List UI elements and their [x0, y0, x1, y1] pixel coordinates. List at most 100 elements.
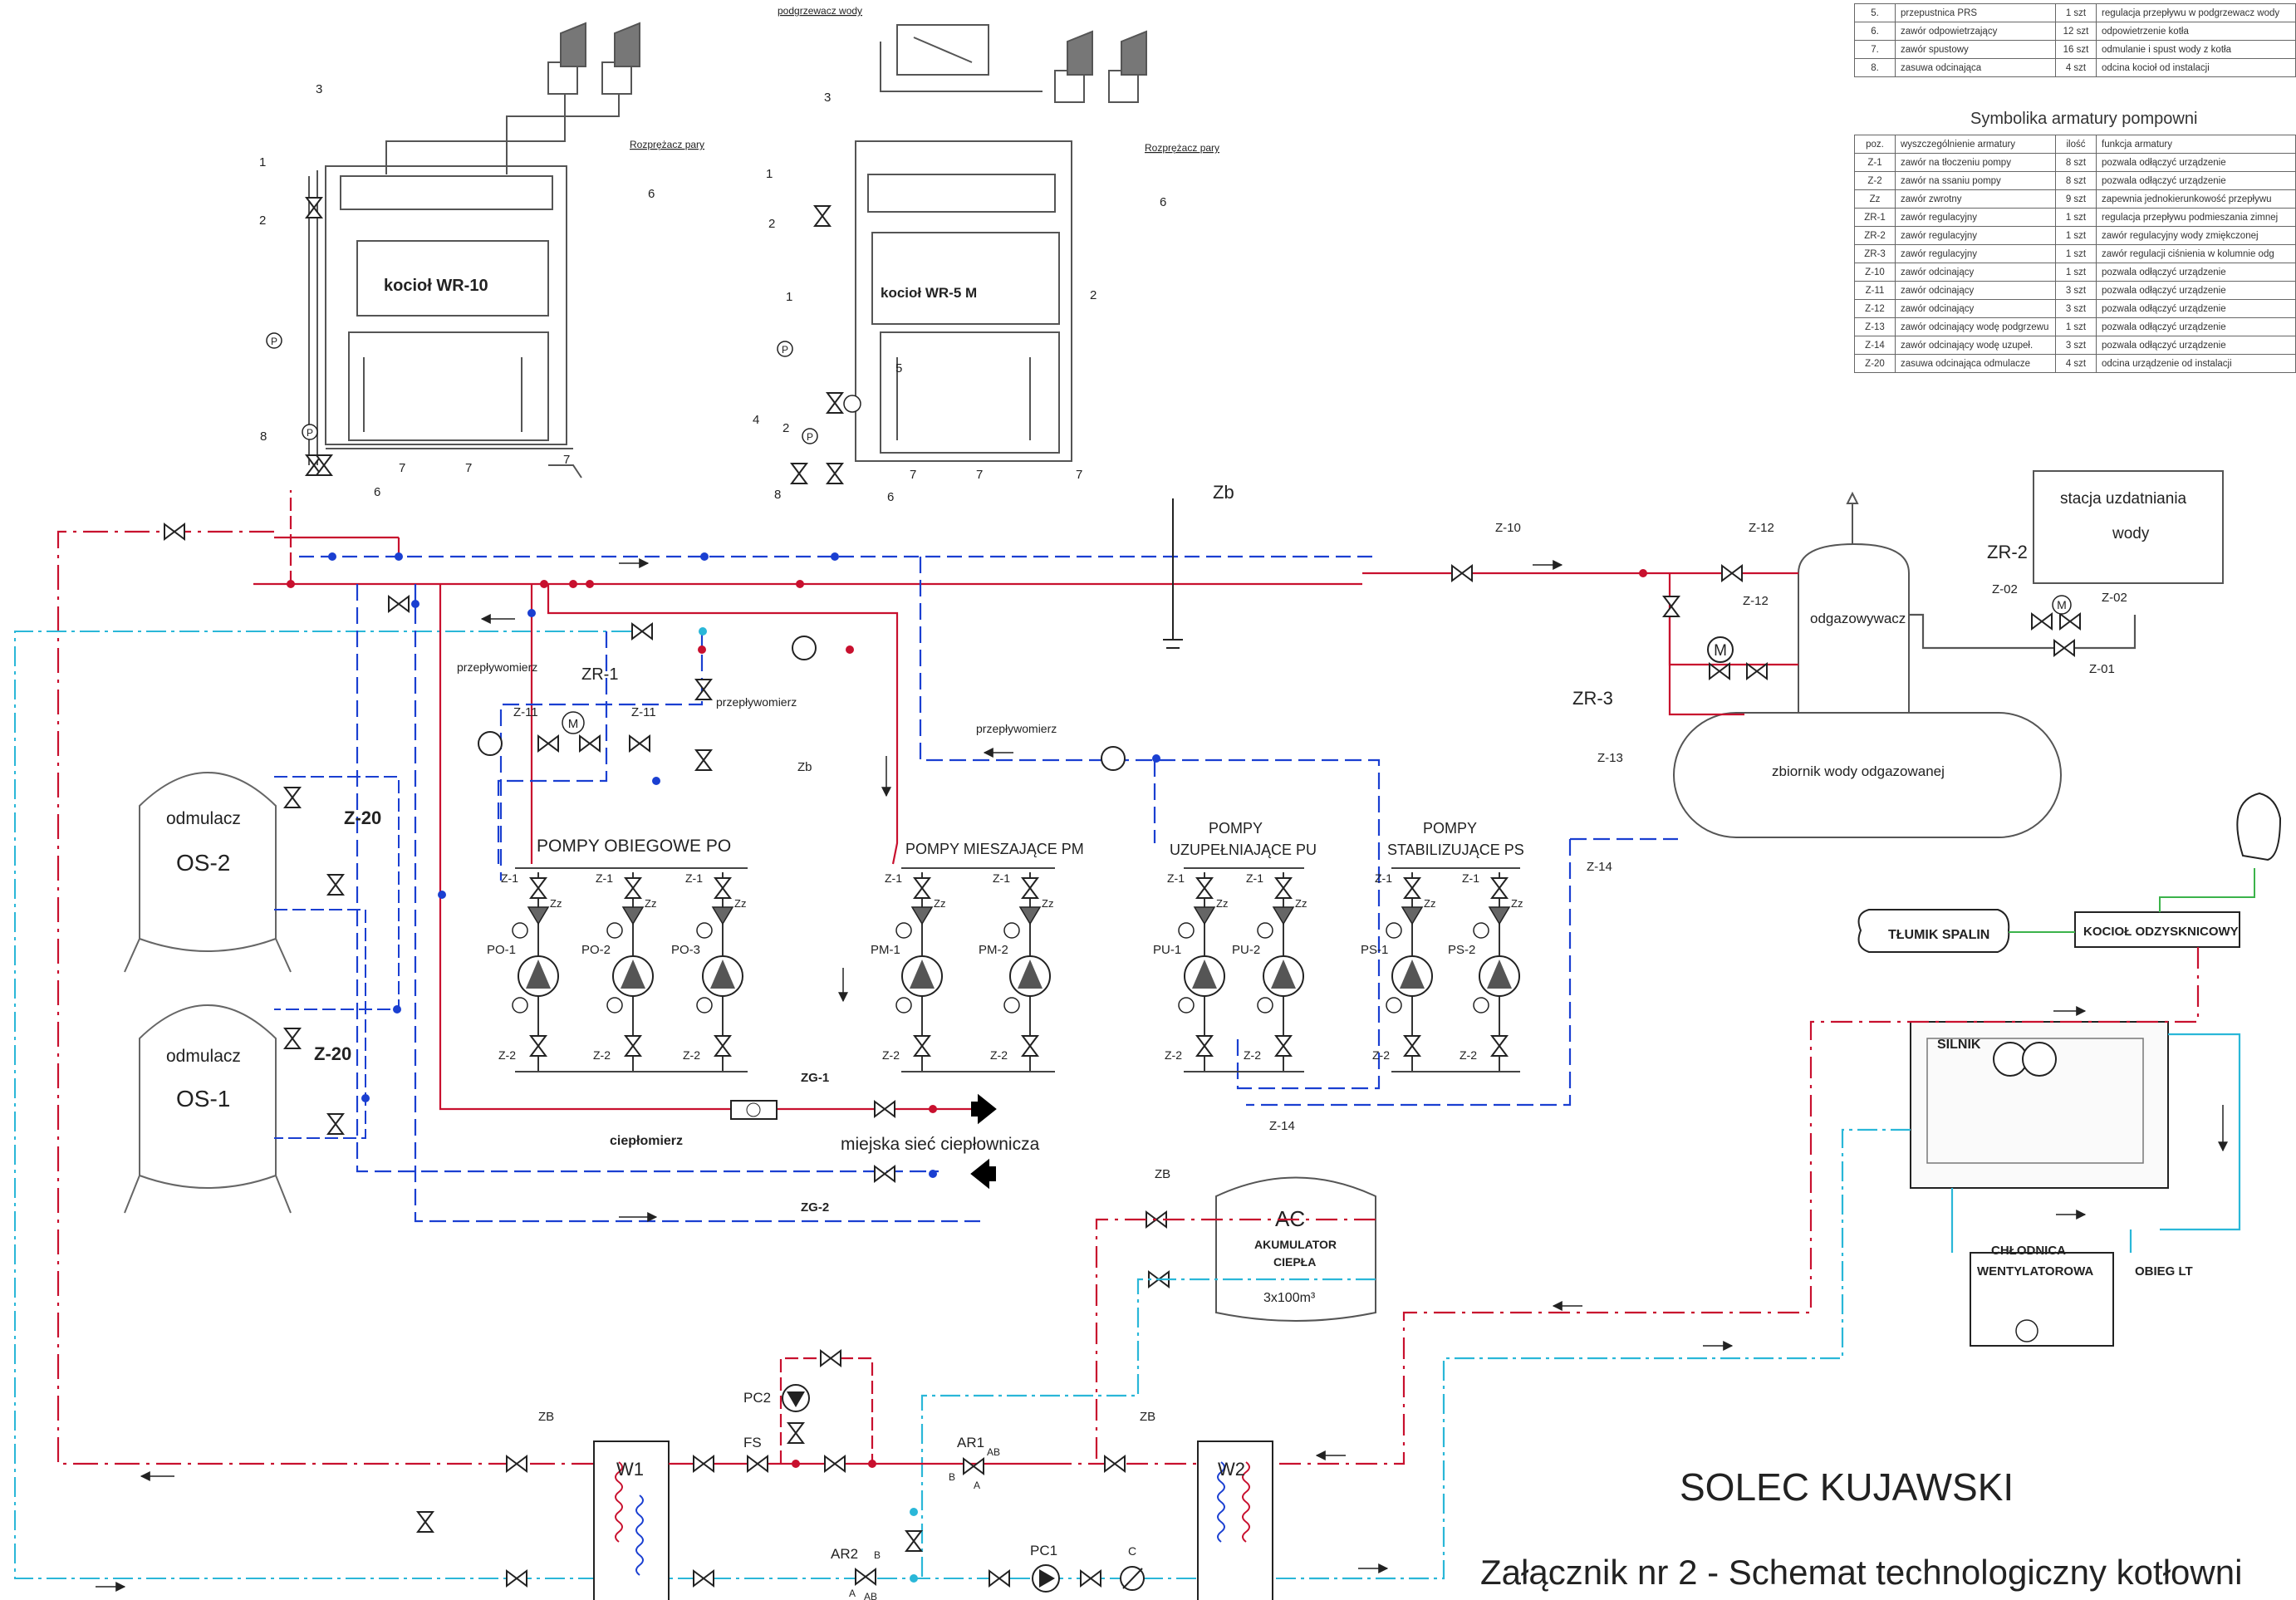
- z13-label: Z-13: [1597, 751, 1623, 765]
- callout-2b: 2: [768, 217, 775, 231]
- z2-label: Z-2: [593, 1048, 611, 1062]
- cell: 3 szt: [2055, 299, 2097, 318]
- ar2-label: AR2: [831, 1546, 858, 1562]
- header-valves: [164, 523, 1743, 640]
- chlodnica-label-2: WENTYLATOROWA: [1977, 1264, 2093, 1279]
- z10-label: Z-10: [1495, 521, 1521, 535]
- engine-pipes: [920, 947, 2241, 1580]
- ab-label-2: AB: [864, 1591, 877, 1600]
- sludge-separators: [124, 772, 292, 1214]
- pompy-mieszajace-title: POMPY MIESZAJĄCE PM: [905, 841, 1084, 857]
- junction-dots: [287, 552, 1647, 1583]
- cell: 4 szt: [2055, 58, 2097, 77]
- pump-label: PO-1: [487, 943, 516, 957]
- callout-7: 7: [399, 461, 405, 475]
- c-label: C: [1128, 1544, 1136, 1558]
- a-label-1: A: [974, 1480, 980, 1491]
- flowmeters: M: [478, 636, 1126, 771]
- header-cell: ilość: [2055, 135, 2097, 154]
- obieg-lt-label: OBIEG LT: [2135, 1264, 2193, 1279]
- table-row: 8. zasuwa odcinająca 4 szt odcina kocioł…: [1854, 58, 2296, 77]
- callout-2d: 2: [1090, 288, 1096, 302]
- pump-unit: PM-1Z-1Z-2Zz: [871, 871, 945, 1072]
- cell: odcina kocioł od instalacji: [2096, 58, 2296, 77]
- cell: 8 szt: [2055, 171, 2097, 190]
- callout-4: 4: [753, 413, 759, 427]
- steam-expanders-wr5: [1054, 30, 1147, 103]
- pump-label: PU-2: [1232, 943, 1260, 957]
- os2-label: OS-2: [176, 850, 230, 876]
- flow-arrows: [96, 558, 2228, 1592]
- pump-unit: PO-3Z-1Z-2Zz: [671, 871, 746, 1072]
- cell: odcina urządzenie od instalacji: [2096, 354, 2296, 373]
- bottom-circuit-labels: PC2 PC1 FS AR1 AR2 AB A B B A AB C: [743, 1390, 1136, 1600]
- pump-unit: PU-2Z-1Z-2Zz: [1232, 871, 1307, 1072]
- pump-label: PM-1: [871, 943, 900, 957]
- cell: pozwala odłączyć urządzenie: [2096, 317, 2296, 336]
- z2-label: Z-2: [683, 1048, 700, 1062]
- z1-label: Z-1: [993, 871, 1010, 885]
- pump-unit: PO-2Z-1Z-2Zz: [581, 871, 656, 1072]
- pump-label: PS-1: [1361, 943, 1388, 957]
- cell: zawór odcinający wodę uzupeł.: [1895, 336, 2056, 355]
- pump-label: PU-1: [1153, 943, 1181, 957]
- motor-icon: M: [2057, 598, 2067, 611]
- deaerator-pipes: [1668, 572, 2137, 716]
- cell: przepustnica PRS: [1895, 3, 2056, 22]
- boiler-valves: [266, 197, 861, 484]
- zz-label: Zz: [1042, 897, 1053, 910]
- cell: 3 szt: [2055, 336, 2097, 355]
- pompy-stab-title-1: POMPY: [1423, 820, 1477, 837]
- accumulator: [1146, 1176, 1376, 1322]
- table-row: 5. przepustnica PRS 1 szt regulacja prze…: [1854, 3, 2296, 22]
- pump-unit: PO-1Z-1Z-2Zz: [487, 871, 562, 1072]
- zz-label: Zz: [645, 897, 656, 910]
- z02-label-1: Z-02: [1992, 582, 2018, 596]
- cell: zasuwa odcinająca odmulacze: [1895, 354, 2056, 373]
- cell: regulacja przepływu podmieszania zimnej: [2096, 208, 2296, 227]
- zz-label: Zz: [1295, 897, 1307, 910]
- ac-capacity-label: 3x100m³: [1263, 1291, 1316, 1305]
- cell: pozwala odłączyć urządzenie: [2096, 153, 2296, 172]
- callout-3b: 3: [824, 91, 831, 105]
- zz-label: Zz: [934, 897, 945, 910]
- pump-station-pipes: [356, 557, 1678, 1223]
- safety-valve-zb: [1163, 498, 1183, 649]
- callout-7e: 7: [976, 468, 983, 482]
- zb-label-ac: ZB: [1155, 1167, 1170, 1181]
- table-row: 7. zawór spustowy 16 szt odmulanie i spu…: [1854, 40, 2296, 59]
- zr2-label: ZR-2: [1987, 542, 2028, 562]
- zr1-label: ZR-1: [581, 665, 618, 684]
- heat-exchangers: [593, 1440, 1273, 1600]
- z1-label: Z-1: [1462, 871, 1479, 885]
- z11-label-2: Z-11: [631, 705, 656, 719]
- pump-label: PM-2: [979, 943, 1008, 957]
- pump-table-title: Symbolika armatury pompowni: [1970, 110, 2198, 128]
- callout-numbers: 3 1 2 8 6 6 7 7 7 3 1 2 1 5 4 2 8 6 6 2 …: [259, 82, 1166, 504]
- callout-2c: 2: [783, 421, 789, 435]
- cell: zawór regulacyjny: [1895, 208, 2056, 227]
- przeplywomierz-label-2: przepływomierz: [716, 695, 797, 709]
- pompy-obiegowe-title: POMPY OBIEGOWE PO: [537, 837, 731, 856]
- z14-label-2: Z-14: [1269, 1119, 1295, 1133]
- cell: zawór spustowy: [1895, 40, 2056, 59]
- zg1-label: ZG-1: [801, 1071, 829, 1085]
- z2-label: Z-2: [1165, 1048, 1182, 1062]
- pompy-uzup-title-2: UZUPEŁNIAJĄCE PU: [1170, 842, 1317, 858]
- pump-armature-table: poz. wyszczególnienie armatury ilość fun…: [1854, 135, 2296, 373]
- bottom-circuit: [417, 1350, 1145, 1593]
- zz-label: Zz: [1424, 897, 1435, 910]
- chlodnica-label-1: CHŁODNICA: [1991, 1244, 2066, 1258]
- cell: zasuwa odcinająca: [1895, 58, 2056, 77]
- boiler-wr5: [855, 24, 1072, 462]
- przeplywomierz-label-3: przepływomierz: [976, 722, 1057, 735]
- z20-label-2: Z-20: [314, 1043, 351, 1064]
- zz-label: Zz: [734, 897, 746, 910]
- silnik-label: SILNIK: [1937, 1038, 1981, 1052]
